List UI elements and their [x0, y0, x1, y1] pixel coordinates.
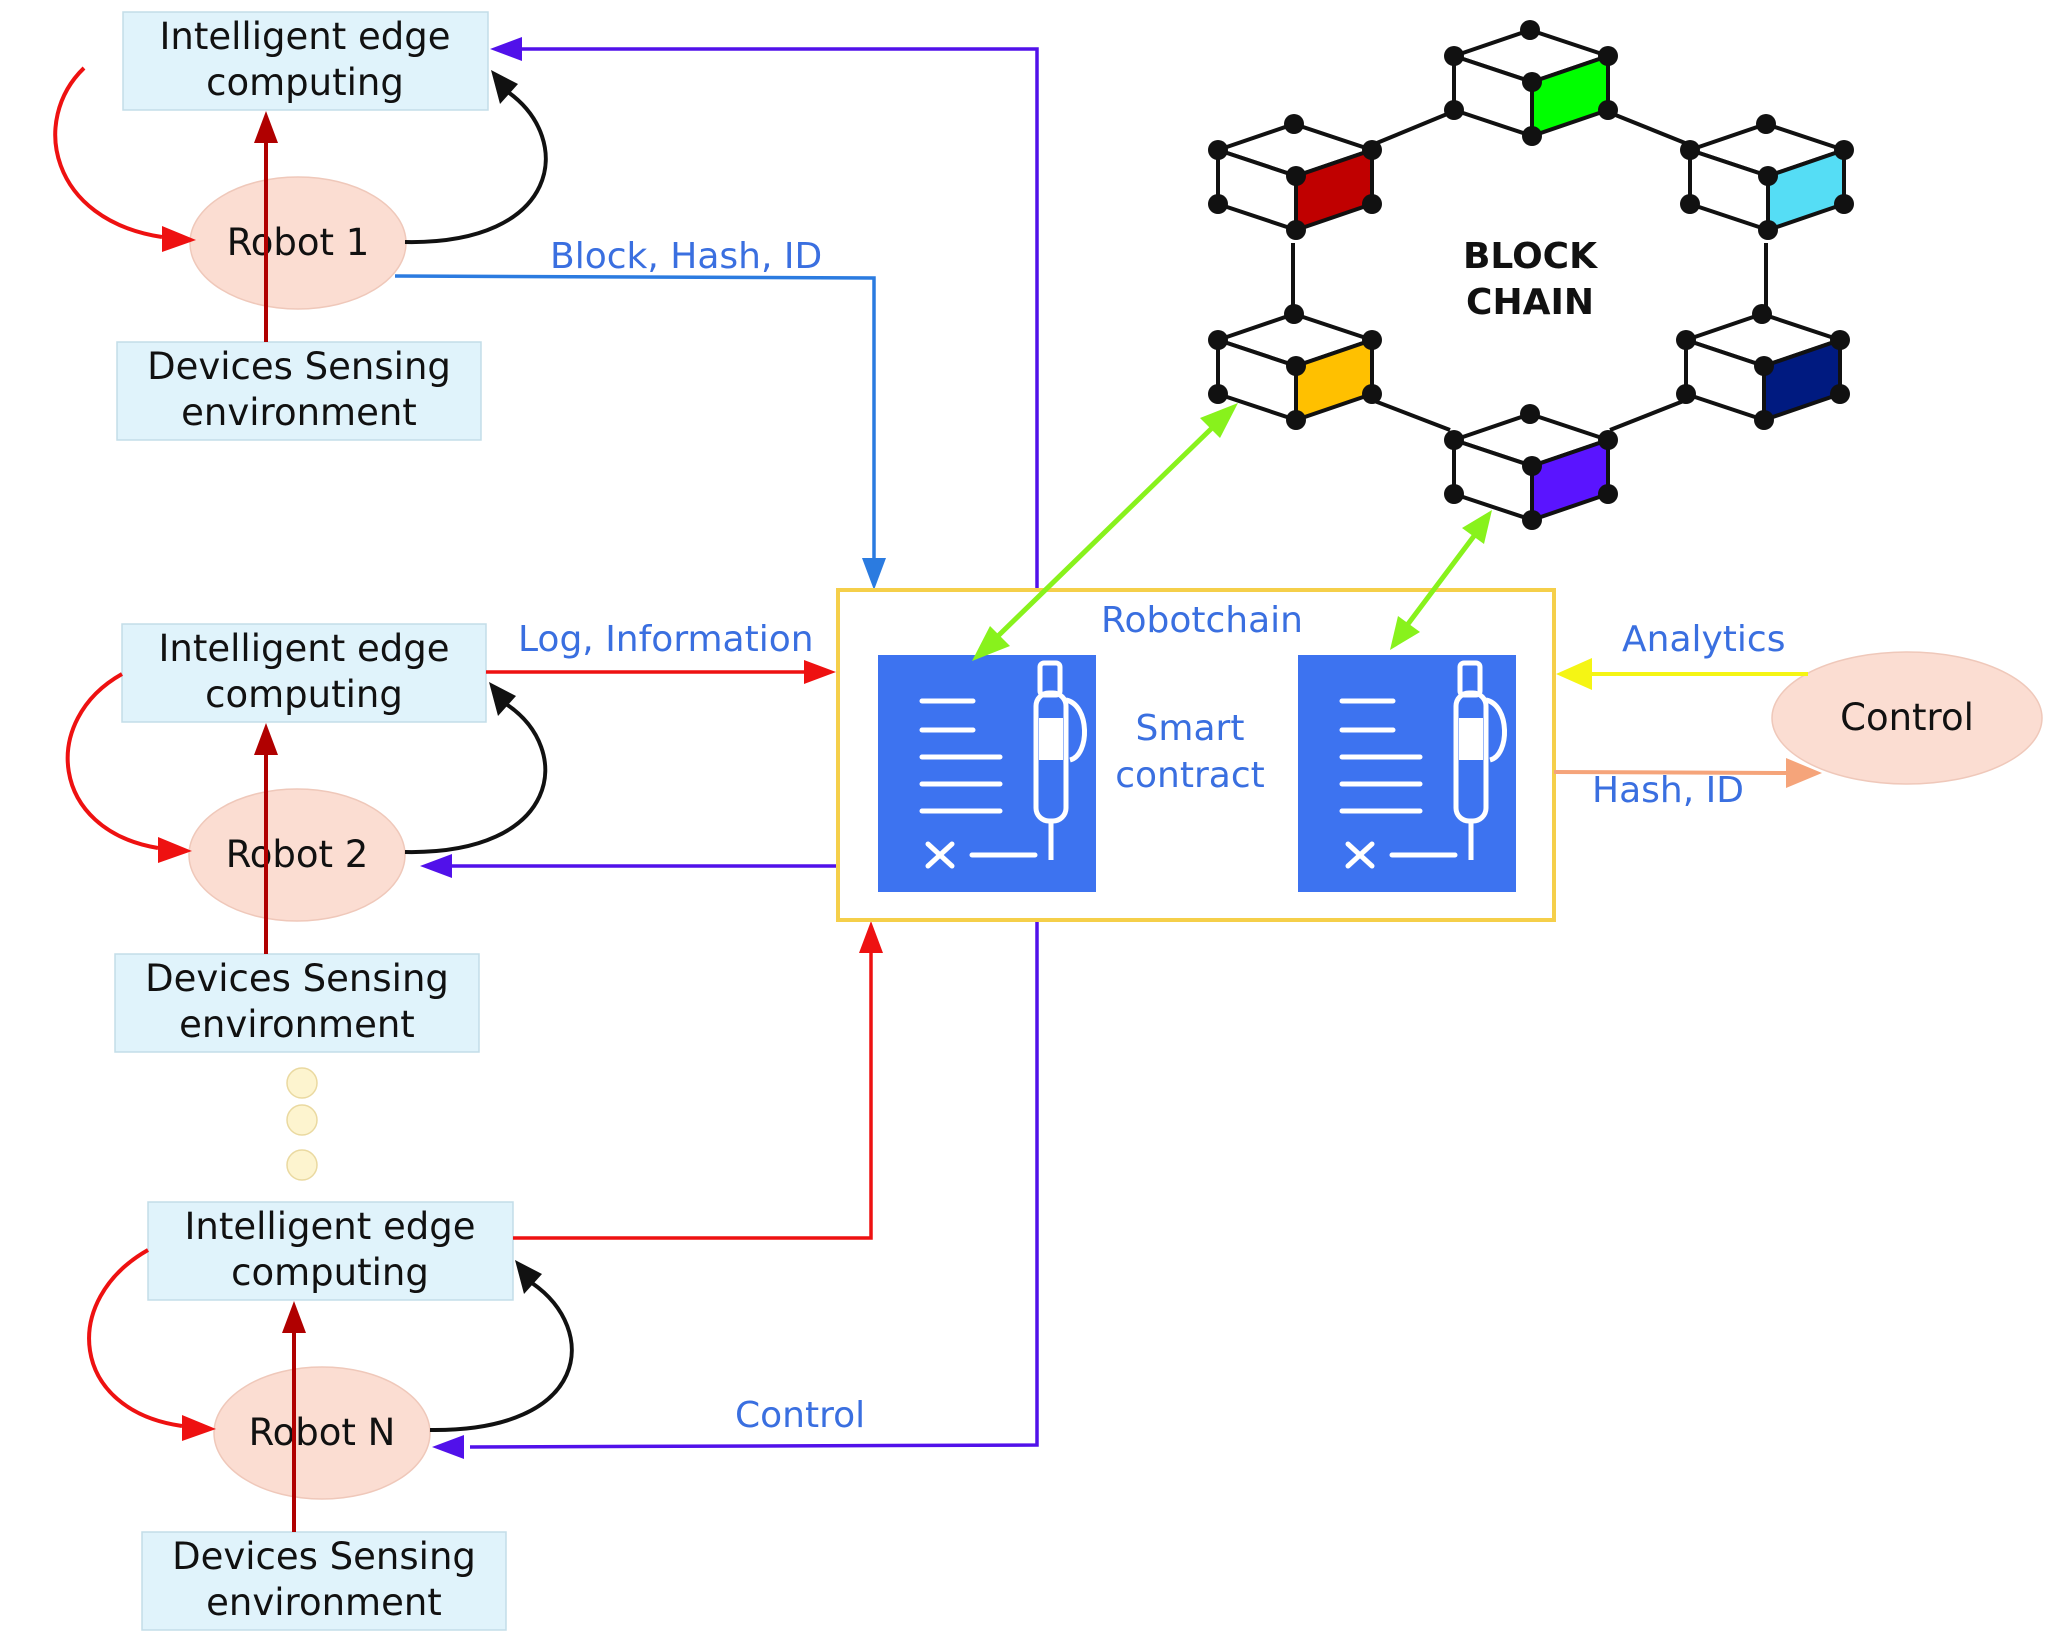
edge-n-to-robotchain-connector — [513, 952, 873, 1240]
analytics-arrowhead — [1556, 658, 1592, 690]
more-robots-ellipsis — [286, 1067, 318, 1181]
robot-to-edge-arrowhead-1 — [491, 70, 518, 104]
edge-to-robot-arrowhead-1 — [162, 226, 196, 252]
edge-computing-box-1 — [122, 11, 489, 111]
devices-sensing-label-2-line1: Devices Sensing — [145, 957, 449, 1000]
smart-contract-icon-1 — [878, 655, 1096, 892]
control-node-label: Control — [1840, 696, 1974, 739]
robot-node-2 — [188, 788, 406, 922]
log-information-arrowhead — [804, 660, 836, 684]
edge-to-robot-curve-n — [87, 1248, 183, 1428]
devices-sensing-label-1-line2: environment — [181, 391, 417, 434]
robot-to-edge-curve-1 — [404, 90, 548, 245]
edge-to-robot-curve-1 — [53, 66, 163, 239]
edge-computing-box-2 — [121, 623, 487, 723]
devices-sensing-box-2 — [114, 953, 480, 1053]
robot-to-edge-curve-n — [429, 1281, 574, 1433]
devices-sensing-label-n-line1: Devices Sensing — [172, 1535, 476, 1578]
blockchain-contract-link-1 — [972, 403, 1238, 661]
sensing-to-edge-arrowhead-2 — [254, 723, 278, 755]
hash-id-label: Hash, ID — [1592, 770, 1744, 811]
robot-label-1: Robot 1 — [227, 221, 370, 264]
edge-computing-label-n-line2: computing — [231, 1251, 429, 1294]
robotchain-title: Robotchain — [1101, 600, 1303, 641]
edge-computing-label-1-line2: computing — [206, 61, 404, 104]
edge-computing-label-2-line2: computing — [205, 673, 403, 716]
edge-computing-label-2-line1: Intelligent edge — [159, 627, 450, 670]
robot-label-2: Robot 2 — [226, 833, 369, 876]
control-arrowhead-robot-n — [432, 1435, 464, 1459]
robot-node-n — [213, 1366, 431, 1500]
devices-sensing-label-2-line2: environment — [179, 1003, 415, 1046]
control-arrow-label: Control — [735, 1395, 865, 1436]
blockchain-label-line1: BLOCK — [1463, 236, 1598, 277]
hash-id-connector — [1553, 770, 1789, 775]
blockchain-ring: BLOCK CHAIN — [1208, 20, 1854, 530]
devices-sensing-box-1 — [116, 341, 482, 441]
edge-n-to-robotchain-arrowhead — [859, 921, 883, 953]
robot-group-2: Intelligent edge computing Devices Sensi… — [65, 623, 548, 1053]
pen-icon-1 — [1033, 660, 1087, 860]
control-node — [1771, 651, 2043, 785]
analytics-label: Analytics — [1622, 619, 1785, 660]
blockchain-label-line2: CHAIN — [1466, 282, 1594, 323]
control-connector-top — [520, 47, 1039, 590]
hash-id-arrowhead — [1786, 758, 1822, 788]
control-connector-bottom — [469, 922, 1039, 1449]
robot-label-n: Robot N — [249, 1411, 396, 1454]
edge-computing-label-1-line1: Intelligent edge — [160, 15, 451, 58]
control-arrowhead-robot-2 — [420, 854, 452, 878]
devices-sensing-label-n-line2: environment — [206, 1581, 442, 1624]
devices-sensing-box-n — [141, 1531, 507, 1631]
log-information-label: Log, Information — [518, 619, 814, 660]
robot-to-edge-arrowhead-2 — [489, 682, 516, 716]
robot-group-1: Intelligent edge computing Devices Sensi… — [53, 11, 548, 441]
edge-computing-label-n-line1: Intelligent edge — [185, 1205, 476, 1248]
robot-to-edge-curve-2 — [404, 702, 548, 855]
edge-to-robot-curve-2 — [65, 672, 159, 850]
robot-to-edge-arrowhead-n — [515, 1260, 542, 1294]
smart-contract-icon-2 — [1298, 655, 1516, 892]
smart-contract-label-line2: contract — [1115, 755, 1265, 796]
block-cube-upper-left — [1216, 122, 1374, 232]
robot-group-n: Intelligent edge computing Devices Sensi… — [87, 1201, 574, 1631]
edge-computing-box-n — [147, 1201, 514, 1301]
edge-to-robot-arrowhead-2 — [158, 837, 192, 863]
control-arrowhead-edge-1 — [490, 37, 522, 61]
sensing-to-edge-arrowhead-1 — [254, 111, 278, 143]
devices-sensing-label-1-line1: Devices Sensing — [147, 345, 451, 388]
block-hash-id-label: Block, Hash, ID — [550, 236, 822, 277]
block-hash-id-arrowhead — [862, 558, 886, 590]
pen-icon-2 — [1453, 660, 1507, 860]
smart-contract-label-line1: Smart — [1136, 708, 1245, 749]
blockchain-contract-link-2 — [1390, 510, 1492, 650]
sensing-to-edge-arrowhead-n — [282, 1301, 306, 1333]
block-hash-id-connector — [394, 274, 876, 560]
edge-to-robot-arrowhead-n — [182, 1415, 216, 1441]
